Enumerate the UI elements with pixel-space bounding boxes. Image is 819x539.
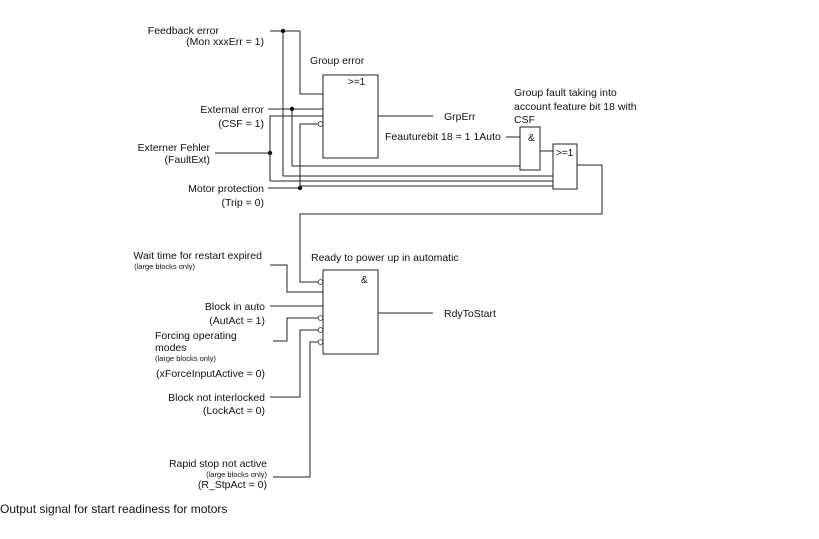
forcing-label-2: modes [155,342,187,354]
externer-fehler-label: Externer Fehler [138,142,211,154]
group-fault-title-3: CSF [514,114,535,126]
ready-title: Ready to power up in automatic [311,252,459,264]
group-fault-or-gate [552,143,578,190]
group-error-symbol: >=1 [348,77,366,88]
forcing-sub: (xForceInputActive = 0) [156,368,265,380]
forcing-note: (large blocks only) [155,354,216,363]
feedback-error-sub: (Mon xxxErr = 1) [186,36,264,48]
motor-protection-label: Motor protection [188,183,264,195]
not-interlocked-label: Block not interlocked [168,392,265,404]
group-fault-and-symbol: & [528,133,535,144]
block-auto-label: Block in auto [205,301,265,313]
group-fault-and-gate [519,126,541,171]
feature-bit-label: Feauturebit 18 = 1 1Auto [385,131,501,143]
figure-caption: Output signal for start readiness for mo… [0,502,228,516]
external-error-label: External error [200,104,264,116]
group-fault-title-2: account feature bit 18 with [514,101,637,113]
rapid-stop-note: (large blocks only) [206,470,267,479]
feedback-error-label: Feedback error [148,25,220,37]
rapid-stop-label: Rapid stop not active [169,458,267,470]
block-auto-sub: (AutAct = 1) [209,315,265,327]
forcing-label-1: Forcing operating [155,330,237,342]
grperr-output-label: GrpErr [444,111,476,123]
motor-protection-sub: (Trip = 0) [222,197,265,209]
rapid-stop-sub: (R_StpAct = 0) [198,479,267,491]
ready-and-symbol: & [361,275,368,286]
wait-time-note: (large blocks only) [134,262,195,271]
group-fault-or-symbol: >=1 [556,148,574,159]
externer-fehler-sub: (FaultExt) [164,154,210,166]
group-fault-title-1: Group fault taking into [514,87,617,99]
not-interlocked-sub: (LockAct = 0) [203,405,265,417]
ready-and-gate [322,269,379,355]
group-error-title: Group error [310,55,365,67]
wait-time-label: Wait time for restart expired [133,250,262,262]
external-error-sub: (CSF = 1) [218,118,264,130]
rdytostart-output-label: RdyToStart [444,308,496,320]
